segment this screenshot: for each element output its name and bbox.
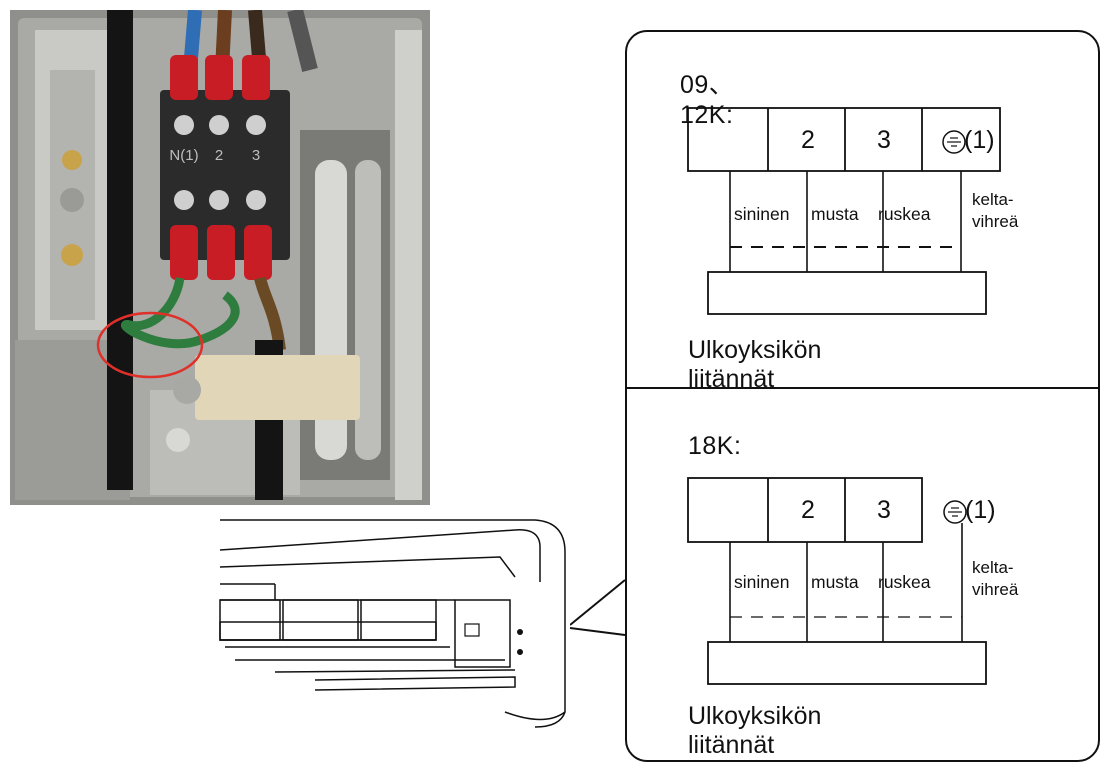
ground-screw — [60, 188, 84, 212]
terminal-cover-area — [454, 599, 511, 668]
photo-terminal-label: N(1) — [169, 147, 198, 164]
callout-line-upper — [570, 579, 626, 626]
red-lug-top — [170, 55, 198, 100]
ground-terminal-label: (1) — [965, 496, 996, 524]
housing-peg — [166, 428, 190, 452]
ground-icon — [942, 130, 966, 154]
terminal-screw — [246, 190, 266, 210]
terminal-label: 2 — [801, 126, 815, 154]
ground-screw — [62, 150, 82, 170]
grey-cable-2 — [355, 160, 381, 460]
ground-screw — [61, 244, 83, 266]
ground-wire-label: kelta- vihreä — [972, 190, 1019, 231]
terminal-strip — [687, 107, 1001, 172]
outdoor-unit-block — [707, 271, 987, 315]
terminal-screw — [209, 190, 229, 210]
connector-wires — [287, 10, 318, 72]
red-lug-top — [205, 55, 233, 100]
ground-icon — [943, 500, 967, 524]
brown-lead — [254, 276, 286, 351]
wiring-diagram-panel — [625, 30, 1100, 762]
terminal-strip — [687, 477, 923, 543]
diagram-caption: Ulkoyksikön liitännät — [688, 702, 822, 759]
callout-lines — [570, 579, 626, 636]
panel-divider — [627, 387, 1098, 389]
ground-highlight-circle — [96, 311, 204, 379]
front-panel-edge — [219, 556, 516, 578]
base-rail — [314, 676, 516, 691]
terminal-screw — [246, 115, 266, 135]
screw-dot — [517, 629, 523, 635]
wire-label: musta — [811, 572, 859, 592]
diagram-title: 18K: — [688, 432, 742, 460]
ground-terminal-label: (1) — [964, 126, 995, 154]
terminal-label: 3 — [877, 496, 891, 524]
red-lug-bottom — [207, 225, 235, 280]
green-ground-wire — [120, 277, 240, 349]
screw-dot — [517, 649, 523, 655]
cable-clamp — [195, 355, 360, 420]
terminal-block-photo: N(1) 2 3 — [10, 10, 430, 505]
right-wall — [395, 30, 422, 500]
terminal-label: 2 — [801, 496, 815, 524]
wire-label: musta — [811, 204, 859, 224]
small-part — [464, 623, 480, 637]
lower-lines — [220, 639, 516, 673]
wire-label: sininen — [734, 572, 790, 592]
callout-line-lower — [570, 627, 626, 636]
wire-label: sininen — [734, 204, 790, 224]
wire-label: ruskea — [878, 572, 931, 592]
terminal-screw — [174, 190, 194, 210]
unit-curve — [504, 711, 566, 721]
terminal-label: 3 — [877, 126, 891, 154]
diagram-caption: Ulkoyksikön liitännät — [688, 336, 822, 393]
terminal-screw — [174, 115, 194, 135]
ground-wire-label: kelta- vihreä — [972, 558, 1019, 599]
indoor-unit-drawing — [219, 519, 566, 728]
photo-terminal-label: 3 — [252, 147, 260, 164]
outdoor-unit-block — [707, 641, 987, 685]
red-lug-bottom — [244, 225, 272, 280]
unit-outline — [220, 519, 566, 728]
red-lug-bottom — [170, 225, 198, 280]
terminal-screw — [209, 115, 229, 135]
front-panel-lifted — [219, 529, 541, 582]
clamp-screw — [173, 376, 201, 404]
red-lug-top — [242, 55, 270, 100]
wire-label: ruskea — [878, 204, 931, 224]
photo-terminal-label: 2 — [215, 147, 223, 164]
